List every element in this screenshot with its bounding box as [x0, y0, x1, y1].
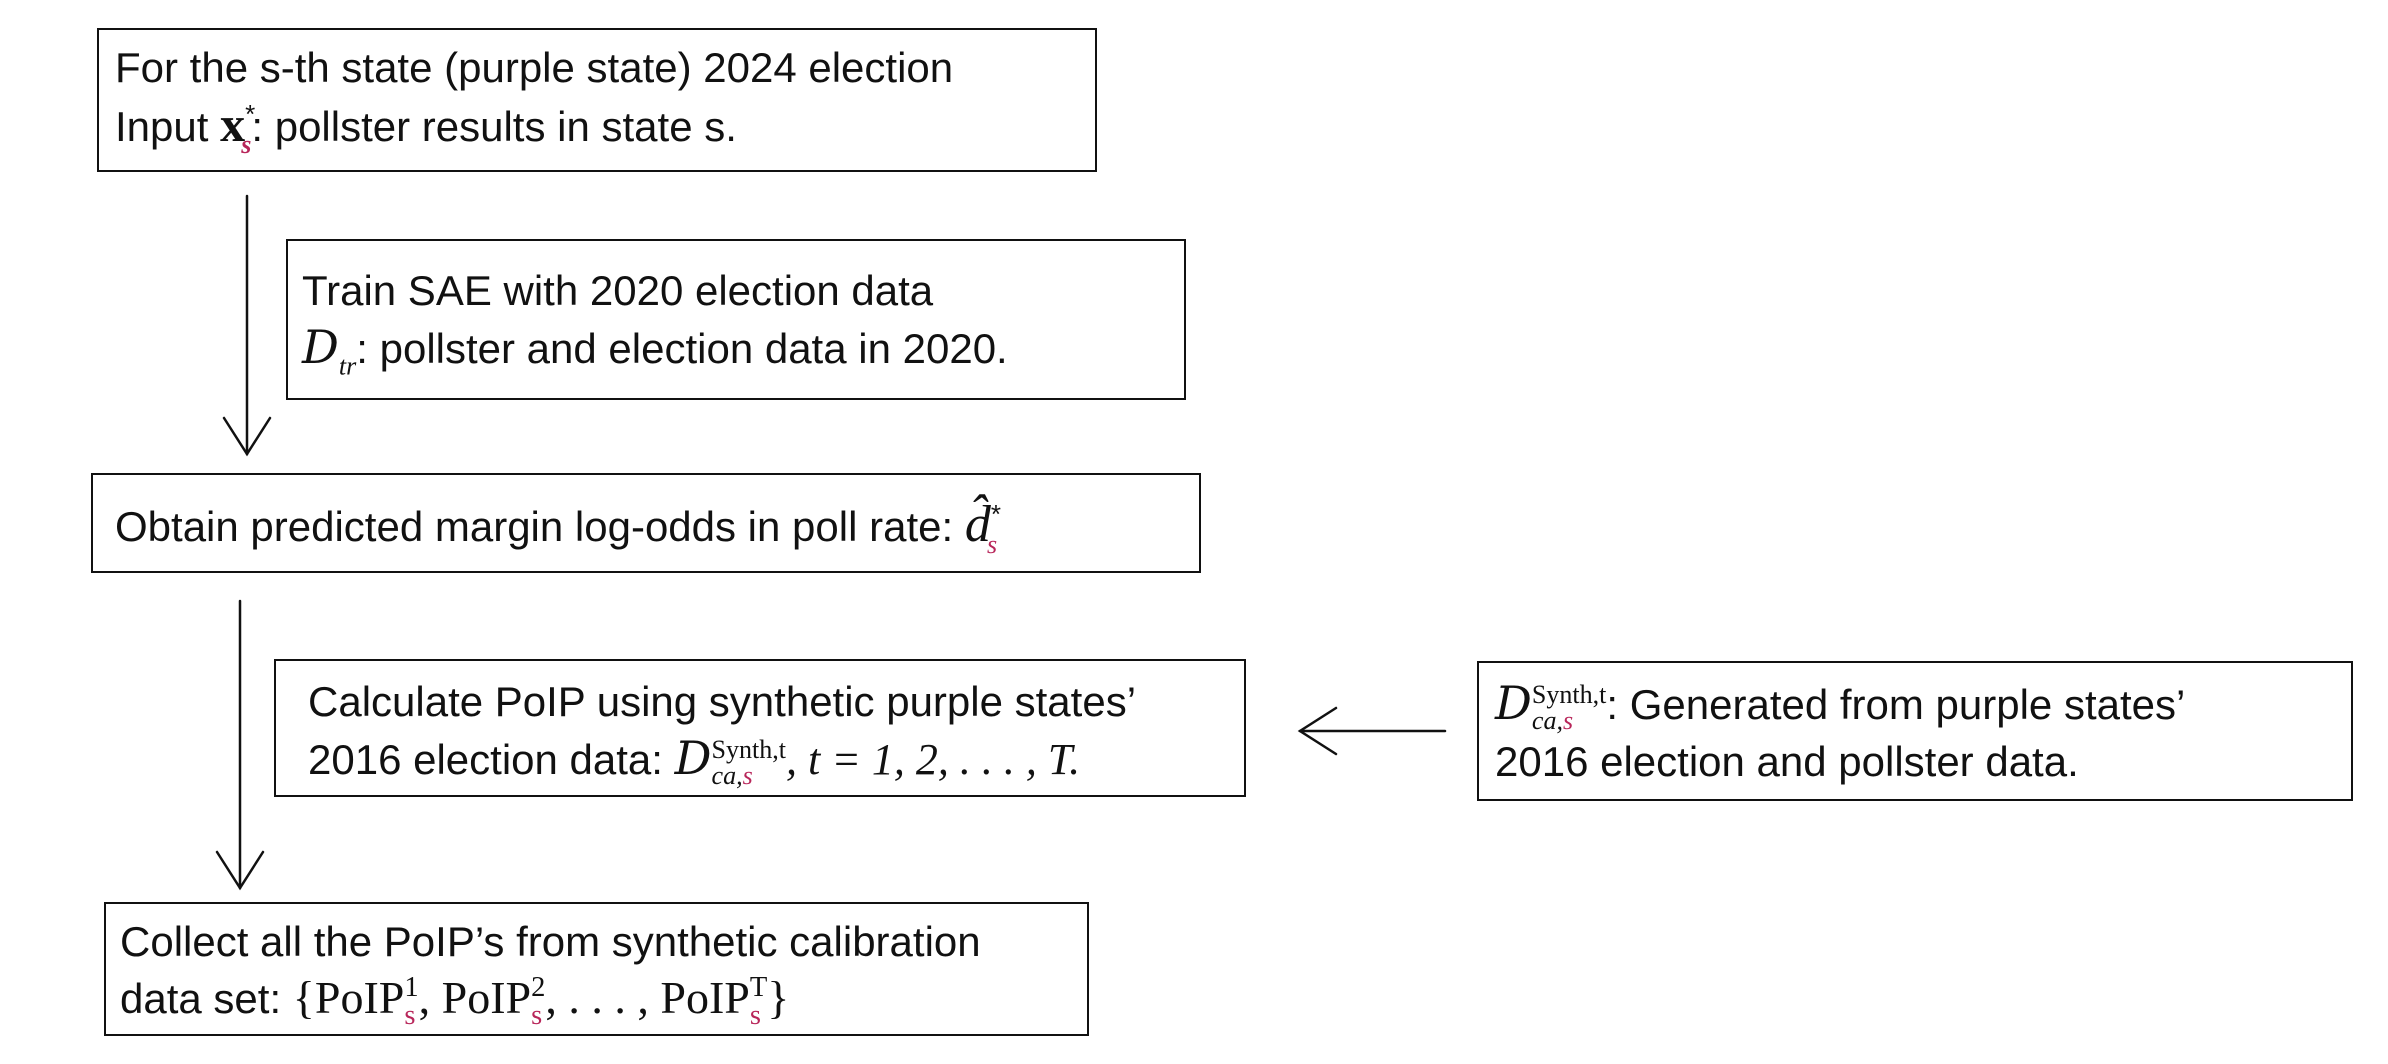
- calculate-box: Calculate PoIP using synthetic purple st…: [274, 659, 1246, 797]
- synthetic-box-line2: 2016 election and pollster data.: [1495, 737, 2079, 785]
- obtain-box-line: Obtain predicted margin log-odds in poll…: [115, 496, 1001, 559]
- obtain-box: Obtain predicted margin log-odds in poll…: [91, 473, 1201, 573]
- input-box: For the s-th state (purple state) 2024 e…: [97, 28, 1097, 172]
- arrow-input-to-obtain-head: [222, 416, 272, 457]
- input-box-line2: Input x*s: pollster results in state s.: [115, 96, 737, 159]
- calculate-box-line1: Calculate PoIP using synthetic purple st…: [308, 678, 1137, 725]
- train-box-line1: Train SAE with 2020 election data: [302, 267, 934, 314]
- arrow-obtain-to-collect-head: [215, 850, 265, 891]
- arrow-synthetic-to-calculate-head: [1297, 706, 1338, 756]
- collect-box: Collect all the PoIP’s from synthetic ca…: [104, 902, 1089, 1036]
- input-box-line1: For the s-th state (purple state) 2024 e…: [115, 44, 954, 91]
- collect-box-line1: Collect all the PoIP’s from synthetic ca…: [120, 918, 981, 965]
- train-box-line2: Dtr: pollster and election data in 2020.: [302, 320, 1008, 381]
- train-box: Train SAE with 2020 election data Dtr: p…: [286, 239, 1186, 400]
